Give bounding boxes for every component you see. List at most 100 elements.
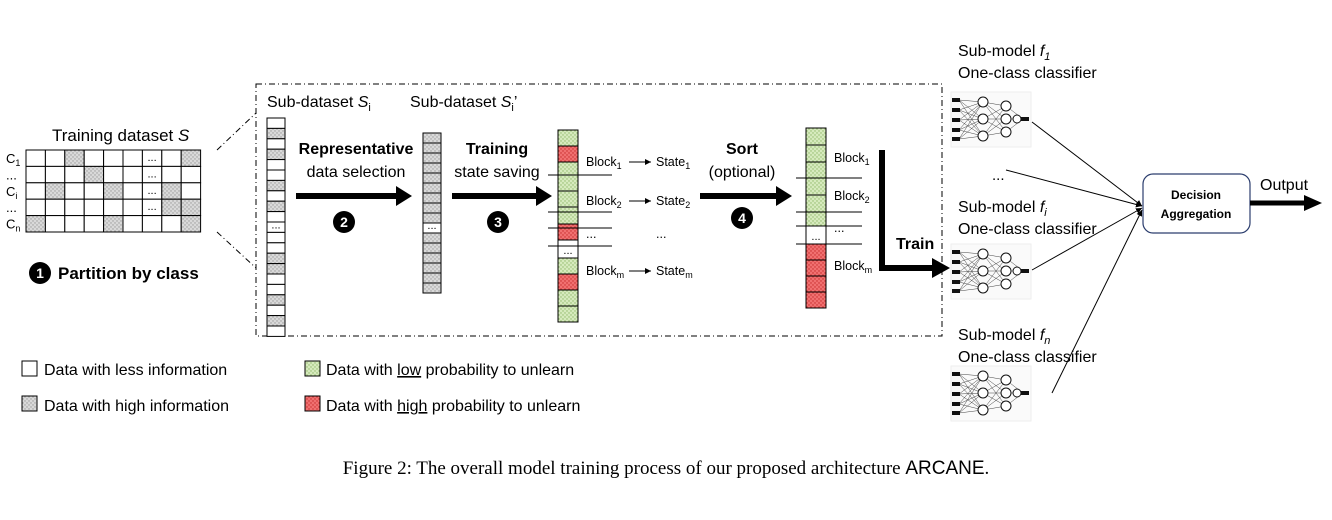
class-row-label: ...	[6, 200, 17, 215]
data-cell	[557, 206, 579, 225]
step-3-saving: Training state saving 3	[452, 141, 552, 233]
data-cell	[805, 211, 827, 227]
train-label: Train	[896, 236, 934, 253]
step-4-line1: Sort	[726, 141, 759, 158]
data-cell	[805, 194, 827, 213]
legend-text-low-prob: Data with low probability to unlearn	[326, 362, 574, 379]
data-cell	[266, 231, 286, 244]
dataset-cell	[122, 149, 143, 167]
dataset-cell	[180, 165, 202, 184]
subdataset-si-label: Sub-dataset Si	[267, 94, 371, 114]
step-1-partition: 1 Partition by class	[29, 262, 199, 284]
dataset-cell	[103, 215, 124, 233]
class-row-label: C1	[6, 151, 20, 168]
zoom-line-bottom	[216, 231, 257, 269]
state-label: State2	[656, 194, 690, 210]
data-cell	[557, 174, 579, 192]
neural-network-icon	[950, 243, 1032, 300]
step-2-line1: Representative	[299, 141, 414, 158]
dataset-cell	[64, 215, 85, 233]
legend-swatch-gray	[21, 395, 38, 412]
data-cell	[805, 275, 827, 293]
data-cell	[266, 179, 286, 192]
dataset-cell	[64, 198, 85, 217]
subdataset-si-prime-label: Sub-dataset Si’	[410, 94, 517, 114]
data-cell	[422, 162, 442, 174]
output-label: Output	[1260, 177, 1309, 194]
data-cell	[557, 190, 579, 208]
data-cell	[422, 172, 442, 184]
data-cell	[422, 252, 442, 264]
data-cell	[805, 161, 827, 179]
output-arrow: Output	[1250, 177, 1322, 211]
dataset-cell	[141, 215, 163, 233]
grid-ellipsis: ...	[148, 201, 157, 213]
dataset-grid: ............	[25, 149, 202, 233]
dataset-cell	[161, 165, 182, 184]
data-cell	[557, 305, 579, 323]
data-cell	[266, 127, 286, 140]
data-cell	[557, 145, 579, 163]
data-cell	[266, 294, 286, 306]
data-cell	[805, 177, 827, 196]
data-cell	[266, 273, 286, 285]
data-cell	[266, 138, 286, 150]
dataset-cell	[44, 215, 66, 233]
state-label: Statem	[656, 264, 693, 280]
dataset-cell	[44, 149, 66, 167]
step-3-number: 3	[494, 214, 502, 230]
train-arrow: Train	[879, 150, 950, 278]
dataset-cell	[25, 149, 46, 167]
dataset-cell	[25, 198, 46, 217]
data-cell	[422, 242, 442, 254]
data-cell	[266, 325, 286, 337]
sorted-block-label: Block2	[834, 189, 870, 205]
data-cell	[805, 259, 827, 277]
grid-ellipsis: ...	[148, 152, 157, 164]
dataset-cell	[64, 149, 85, 167]
legend-swatch-red	[304, 395, 321, 412]
data-cell	[422, 232, 442, 244]
step-3-line2: state saving	[454, 164, 539, 181]
training-dataset: Training dataset S ............ C1...Ci.…	[6, 126, 202, 234]
data-cell	[422, 272, 442, 284]
dataset-cell	[180, 149, 202, 167]
dataset-cell	[103, 182, 124, 200]
cell-ellipsis: ...	[271, 219, 280, 231]
legend-text-less-info: Data with less information	[44, 362, 227, 379]
dataset-cell	[83, 165, 105, 184]
data-cell	[266, 252, 286, 265]
neural-network-icon	[950, 365, 1032, 422]
dataset-cell	[180, 182, 202, 200]
dataset-cell	[161, 198, 182, 217]
data-cell	[422, 282, 442, 294]
data-cell	[422, 182, 442, 194]
step-2-badge	[333, 211, 355, 233]
data-cell	[266, 148, 286, 161]
dataset-cell	[25, 215, 46, 233]
step-3-line1: Training	[466, 141, 528, 158]
legend-swatch-green	[304, 360, 321, 377]
decision-aggregation: Decision Aggregation	[1142, 173, 1251, 234]
data-cell	[805, 144, 827, 163]
data-cell	[557, 161, 579, 176]
dataset-cell	[103, 165, 124, 184]
data-cell	[422, 142, 442, 154]
data-cell	[266, 242, 286, 254]
dataset-cell	[25, 165, 46, 184]
step-1-badge	[29, 262, 51, 284]
data-cell	[266, 190, 286, 202]
cell-ellipsis: ...	[427, 220, 436, 232]
block-label: Block2	[586, 194, 622, 210]
sorted-block-label: Blockm	[834, 259, 872, 275]
data-cell	[422, 132, 442, 144]
data-cell	[266, 283, 286, 296]
state-label: State1	[656, 155, 690, 171]
step-3-arrow-head	[536, 186, 552, 206]
cell-ellipsis: ...	[811, 231, 820, 243]
data-cell	[266, 315, 286, 327]
